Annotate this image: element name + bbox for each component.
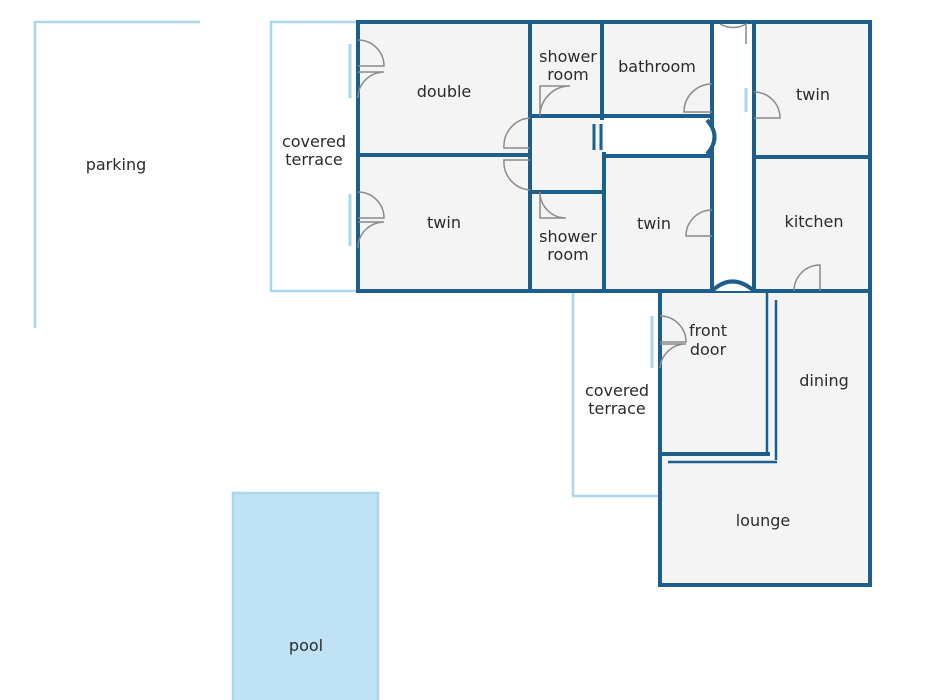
terrace-left-outline xyxy=(269,20,358,293)
label-front-door-1: front xyxy=(689,321,727,340)
label-twin-middle: twin xyxy=(637,214,671,233)
arches xyxy=(592,118,756,293)
label-kitchen: kitchen xyxy=(785,212,844,231)
label-covered-terrace-lower-2: terrace xyxy=(588,399,645,418)
label-bathroom: bathroom xyxy=(618,57,696,76)
label-front-door-2: door xyxy=(690,340,727,359)
label-twin-left: twin xyxy=(427,213,461,232)
walls xyxy=(356,20,872,587)
label-double: double xyxy=(417,82,472,101)
label-shower-room-lower-2: room xyxy=(547,245,588,264)
label-pool: pool xyxy=(289,636,323,655)
label-dining: dining xyxy=(799,371,848,390)
label-covered-terrace-left-1: covered xyxy=(282,132,346,151)
pool xyxy=(231,491,380,700)
doors xyxy=(348,22,821,369)
terrace-lower-outline xyxy=(571,291,660,498)
label-shower-room-lower-1: shower xyxy=(539,227,597,246)
room-fills xyxy=(358,22,870,585)
label-covered-terrace-lower-1: covered xyxy=(585,381,649,400)
label-covered-terrace-left-2: terrace xyxy=(285,150,342,169)
labels: parking covered terrace double twin show… xyxy=(86,47,849,655)
label-parking: parking xyxy=(86,155,147,174)
label-shower-room-upper-1: shower xyxy=(539,47,597,66)
label-shower-room-upper-2: room xyxy=(547,65,588,84)
label-lounge: lounge xyxy=(736,511,791,530)
label-twin-right: twin xyxy=(796,85,830,104)
parking-outline xyxy=(33,20,200,328)
